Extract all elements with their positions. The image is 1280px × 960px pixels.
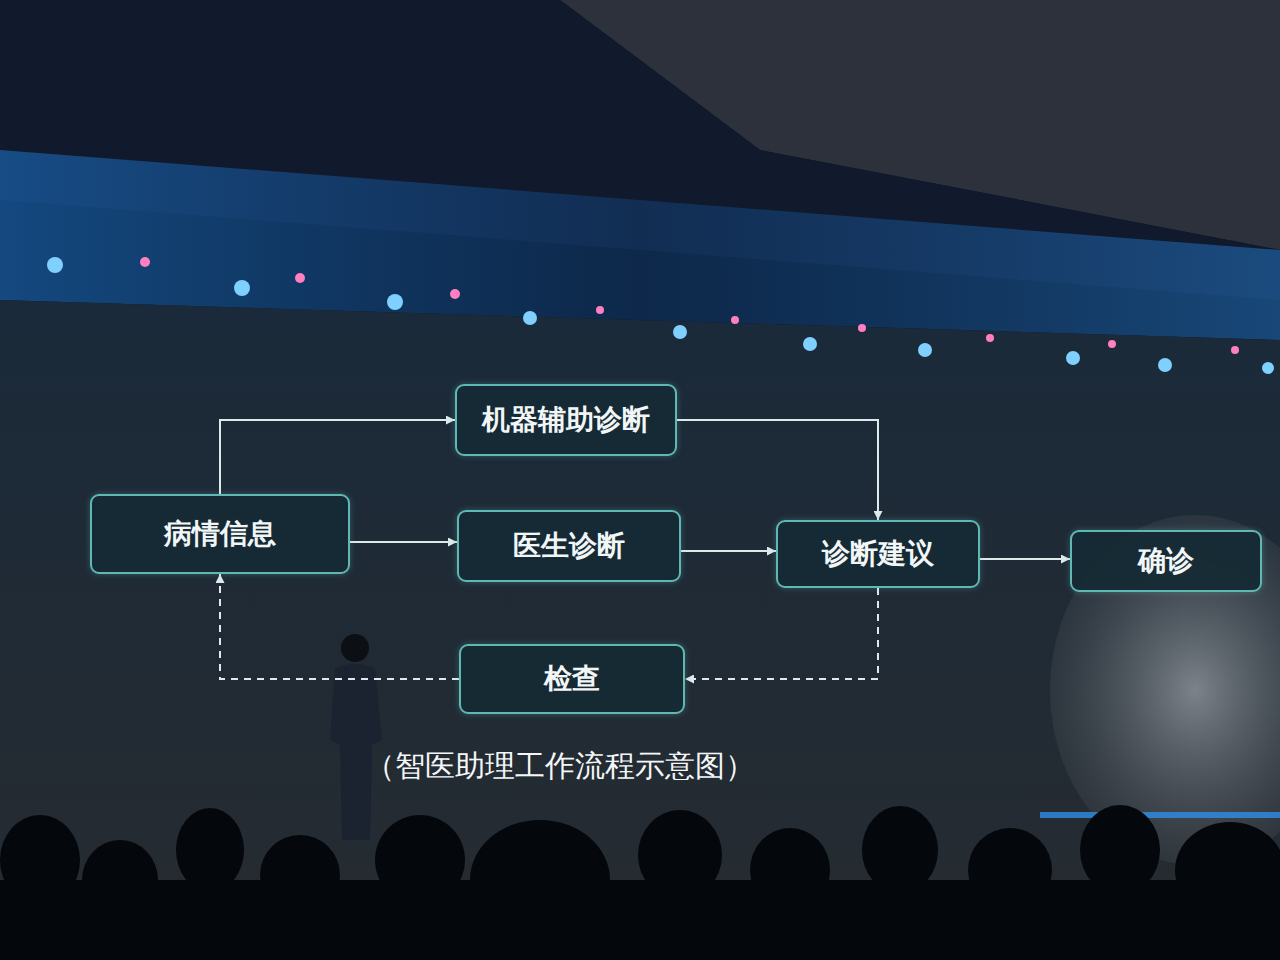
light-dot [596, 306, 604, 314]
light-dot [803, 337, 817, 351]
audience-head [968, 828, 1052, 912]
light-dot [673, 325, 687, 339]
light-dot [731, 316, 739, 324]
caption: （智医助理工作流程示意图） [365, 748, 755, 784]
flow-arrow [220, 574, 459, 679]
light-dot [387, 294, 403, 310]
light-dot [234, 280, 250, 296]
box-label: 医生诊断 [513, 529, 625, 563]
process-box: 诊断建议 [776, 520, 980, 588]
process-box: 确诊 [1070, 530, 1262, 592]
stage-lights [47, 257, 1274, 374]
audience-head [638, 810, 722, 900]
audience-row [0, 880, 1280, 960]
light-dot [47, 257, 63, 273]
light-dot [986, 334, 994, 342]
audience-head [862, 806, 938, 894]
audience-head [260, 835, 340, 915]
flow-arrow [677, 420, 878, 520]
flow-arrow [220, 420, 455, 494]
light-dot [295, 273, 305, 283]
process-box: 病情信息 [90, 494, 350, 574]
audience [0, 805, 1280, 960]
light-dot [1158, 358, 1172, 372]
audience-head [750, 828, 830, 912]
light-dot [140, 257, 150, 267]
light-dot [1108, 340, 1116, 348]
light-dot [918, 343, 932, 357]
flow-arrow [350, 541, 457, 543]
light-dot [1262, 362, 1274, 374]
box-label: 确诊 [1138, 544, 1194, 578]
process-box: 医生诊断 [457, 510, 681, 582]
audience-head [0, 815, 80, 905]
box-label: 病情信息 [164, 517, 276, 551]
process-box: 机器辅助诊断 [455, 384, 677, 456]
audience-head [176, 808, 244, 892]
audience-head [1175, 822, 1280, 918]
box-label: 机器辅助诊断 [482, 403, 650, 437]
box-label: 检查 [544, 662, 600, 696]
flow-arrow [685, 588, 878, 679]
flow-arrow [681, 550, 776, 552]
box-label: 诊断建议 [822, 537, 934, 571]
audience-head [82, 840, 158, 920]
light-dot [1231, 346, 1239, 354]
audience-head [375, 815, 465, 905]
process-box: 检查 [459, 644, 685, 714]
light-dot [450, 289, 460, 299]
audience-head [1080, 805, 1160, 895]
stage-edge-light [1040, 812, 1280, 818]
flow-arrow [980, 558, 1070, 560]
speaker-head [341, 634, 369, 662]
light-dot [1066, 351, 1080, 365]
light-dot [523, 311, 537, 325]
light-dot [858, 324, 866, 332]
audience-head [470, 820, 610, 940]
speaker-figure [330, 634, 382, 840]
